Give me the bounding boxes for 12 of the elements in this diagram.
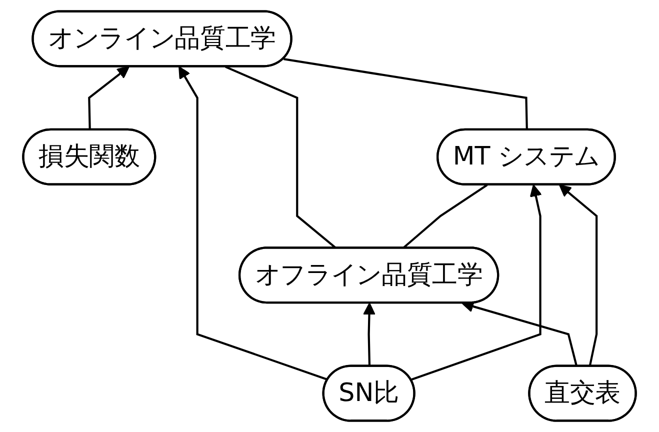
pill-node: オンライン品質工学 [32,10,292,68]
pill-node: MT システム [436,128,616,186]
arrow [363,302,376,367]
arrow [178,66,328,381]
pill-node: オフライン品質工学 [238,246,500,304]
pill-node: 直交表 [528,364,637,422]
arrow [410,184,542,381]
arrow [559,184,598,367]
pill-node: SN比 [322,364,416,422]
connector-line [284,58,528,130]
arrow [88,66,130,130]
pill-node: 損失関数 [22,128,156,186]
